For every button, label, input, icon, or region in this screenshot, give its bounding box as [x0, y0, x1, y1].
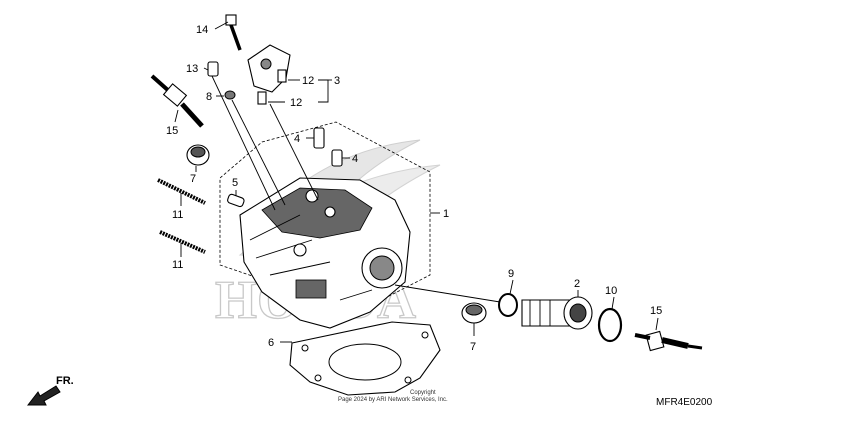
seal-7-upper [186, 144, 210, 166]
callout-9: 9 [508, 268, 514, 280]
callouts: 14 13 8 12 12 3 15 4 4 7 5 1 11 11 9 2 1… [166, 24, 662, 353]
valve-guide-4-lower [331, 149, 343, 167]
head-gasket [289, 321, 441, 396]
callout-7-upper: 7 [190, 173, 196, 185]
plug-sleeve-2 [521, 296, 593, 330]
callout-11-lower: 11 [172, 259, 183, 271]
front-direction-indicator: FR. [26, 375, 74, 406]
stud-11-upper [157, 178, 206, 205]
callout-4-lower: 4 [352, 153, 358, 165]
dowel-5 [227, 193, 245, 208]
o-ring-9 [498, 293, 518, 317]
rocker-arm-assembly [247, 44, 291, 105]
copyright-line-1: Copyright [410, 390, 436, 396]
direction-label: FR. [56, 375, 74, 387]
seal-7-lower [461, 302, 487, 324]
callout-10: 10 [605, 285, 617, 297]
callout-6: 6 [268, 337, 274, 349]
callout-1: 1 [443, 208, 449, 220]
copyright-line-2: Page 2024 by ARI Network Services, Inc. [338, 397, 448, 403]
callout-3: 3 [334, 75, 340, 87]
callout-12-lower: 12 [290, 97, 302, 109]
o-ring-10 [597, 307, 623, 343]
callout-14: 14 [196, 24, 208, 36]
assembly-outline [219, 121, 431, 313]
spark-plug-right [634, 330, 703, 352]
callout-15-upper: 15 [166, 125, 178, 137]
leader-lines [174, 21, 659, 343]
callout-15-right: 15 [650, 305, 662, 317]
dowel-13 [207, 61, 219, 77]
cylinder-head [239, 177, 411, 329]
callout-11-upper: 11 [172, 209, 183, 221]
callout-8: 8 [206, 91, 212, 103]
callout-13: 13 [186, 63, 198, 75]
spark-plug-upper [150, 74, 204, 128]
arrow-down-left-icon [26, 385, 61, 406]
washer-8 [224, 90, 236, 100]
diagram-code: MFR4E0200 [656, 397, 713, 408]
stud-11-lower [159, 230, 206, 254]
callout-4-upper: 4 [294, 133, 300, 145]
valve-guide-4-upper [313, 127, 325, 149]
bolt-14 [225, 14, 242, 51]
callout-5: 5 [232, 177, 238, 189]
callout-7-lower: 7 [470, 341, 476, 353]
callout-12-upper: 12 [302, 75, 314, 87]
callout-2: 2 [574, 278, 580, 290]
